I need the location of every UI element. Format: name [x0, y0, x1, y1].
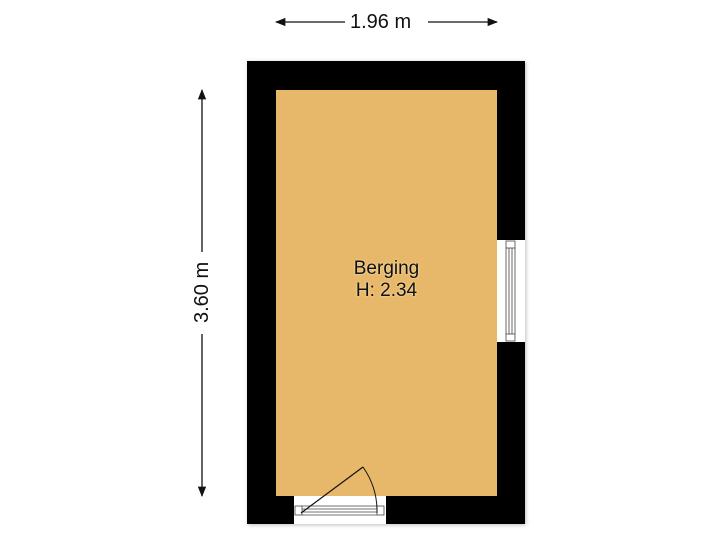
depth-dimension-label: 3.60 m: [191, 261, 213, 323]
room-name: Berging: [353, 258, 420, 279]
door-swing-arc: [362, 466, 378, 514]
window: [497, 240, 525, 342]
room-height: H: 2.34: [355, 280, 418, 301]
door-leaf: [300, 466, 364, 514]
door: [294, 466, 386, 524]
width-dimension-label: 1.96 m: [350, 11, 412, 33]
room-label: Berging H: 2.34: [276, 258, 497, 302]
room-floor: [276, 90, 497, 496]
